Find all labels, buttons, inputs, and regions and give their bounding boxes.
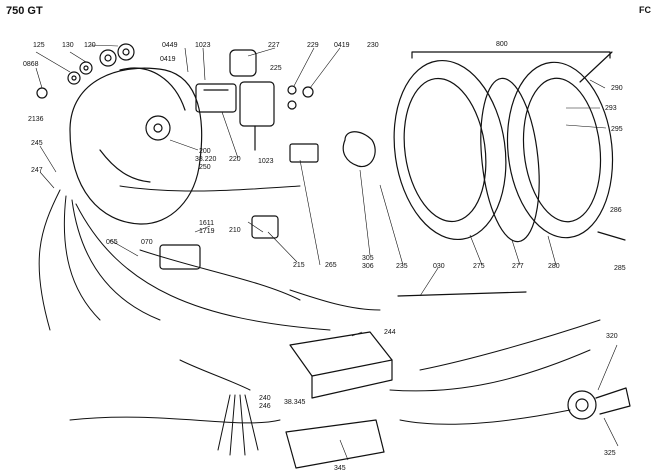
callout-label: 305 [362,255,374,262]
callout-label: 1611 [199,220,214,227]
callout-label: 1023 [258,158,274,165]
callout-label: 38.220 [195,156,217,163]
callout-label: 070 [141,239,153,246]
headlamp-lens [393,59,507,241]
callout-label: 210 [229,227,241,234]
callout-label: 265 [325,262,337,269]
callout-label: 0419 [160,56,176,63]
trim-screw [579,51,613,83]
callout-label: 227 [268,42,280,49]
leader-lines [35,44,619,461]
callout-label: 285 [614,265,626,272]
wiring-harness [38,185,601,456]
callout-label: 120 [84,42,96,49]
callout-label: 235 [396,263,408,270]
callout-label: 225 [270,65,282,72]
callout-label: 320 [606,333,618,340]
callout-labels: 125 130 120 0449 1023 227 229 0419 230 8… [23,41,626,472]
callout-label: 0449 [162,42,178,49]
callout-label: 247 [31,167,43,174]
callout-label: 800 [496,41,508,48]
fuse-box [289,331,393,399]
callout-label: 293 [605,105,617,112]
fuse-panel [285,419,385,469]
washer-part [287,85,297,95]
callout-label: 277 [512,263,524,270]
callout-label: 0868 [23,61,39,68]
callout-label: 295 [611,126,623,133]
adjust-rod [397,291,527,297]
callout-label: 286 [610,207,622,214]
callout-label: 240 [259,395,271,402]
callout-label: 246 [259,403,271,410]
callout-label: 306 [362,263,374,270]
connector-block [159,244,201,270]
callout-label: 215 [293,262,305,269]
lamp-socket [251,215,279,239]
callout-label: 125 [33,42,45,49]
callout-label: 325 [604,450,616,457]
callout-label: 0419 [334,42,350,49]
callout-label: 345 [334,465,346,472]
callout-label: 275 [473,263,485,270]
callout-label: 130 [62,42,74,49]
spring-part [302,86,314,98]
callout-label: 250 [199,164,211,171]
adjust-screw [597,231,626,241]
callout-label: 1023 [195,42,211,49]
ignition-switch [229,49,275,151]
callout-label: 244 [384,329,396,336]
callout-label: 1719 [199,228,215,235]
figure-code: FC [639,5,651,15]
callout-label: 229 [307,42,319,49]
lens-gasket [480,77,540,243]
headlamp-shell [69,67,203,225]
key-switch [567,387,631,420]
assembly-bracket-line [411,51,611,59]
callout-label: 030 [433,263,445,270]
callout-label: 290 [611,85,623,92]
callout-label: 200 [199,148,211,155]
callout-label: 280 [548,263,560,270]
trim-ring [506,61,614,239]
model-title: 750 GT [6,5,43,17]
callout-label: 220 [229,156,241,163]
callout-label: 230 [367,42,379,49]
relay-unit [195,83,237,113]
callout-label: 38.345 [284,399,306,406]
nut-part [287,100,297,110]
bulb-assembly [289,131,376,168]
callout-label: 065 [106,239,118,246]
callout-label: 245 [31,140,43,147]
callout-label: 2136 [28,116,44,123]
